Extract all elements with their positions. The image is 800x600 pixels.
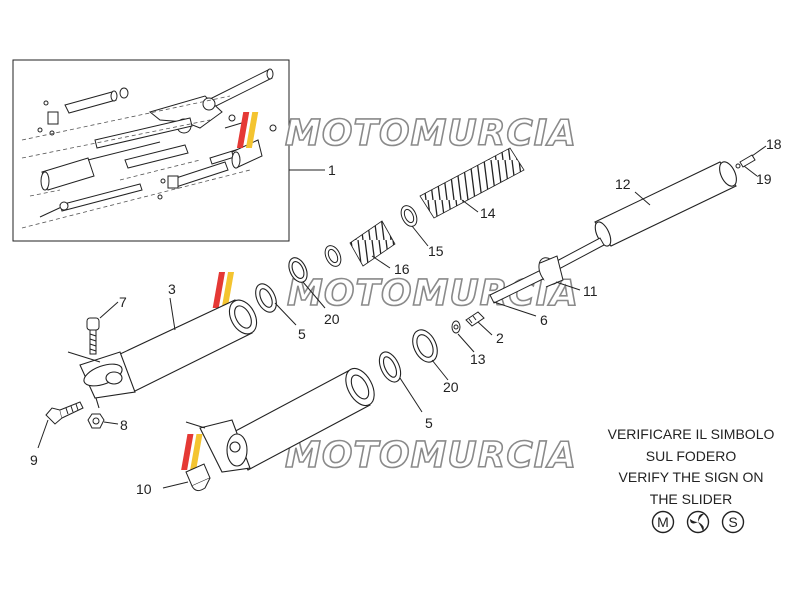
note-line-3: VERIFY THE SIGN ON (618, 469, 764, 485)
slider-upper (67, 299, 258, 409)
note-line-4: THE SLIDER (649, 490, 733, 507)
leader-14 (461, 199, 479, 213)
symbol-triskelion-icon (686, 510, 710, 534)
callout-3: 3 (168, 281, 176, 297)
cap-nut-10 (185, 463, 211, 492)
symbol-m-icon: M (651, 510, 675, 534)
slider-symbols: M S (651, 510, 745, 534)
watermark-1: MOTOMURCIA (236, 112, 577, 155)
watermark-text-3: MOTOMURCIA (285, 435, 577, 476)
callout-11: 11 (583, 283, 598, 299)
callout-20-upper: 20 (324, 311, 340, 327)
leader-18 (751, 145, 767, 157)
leader-20a (302, 281, 326, 309)
seal-5-lower (378, 351, 402, 383)
nut-8 (87, 413, 105, 429)
callout-20-lower: 20 (443, 379, 459, 395)
tube-12 (594, 161, 737, 247)
callout-1: 1 (328, 162, 336, 178)
leader-19 (743, 165, 758, 177)
callout-14: 14 (480, 205, 496, 221)
leader-2 (477, 321, 493, 336)
leader-10 (162, 481, 189, 489)
washer-upper (324, 245, 342, 267)
symbol-s-label: S (728, 514, 737, 530)
callout-18: 18 (766, 136, 782, 152)
seal-5-upper (255, 283, 277, 313)
symbol-m-label: M (657, 514, 669, 530)
callout-7: 7 (119, 294, 127, 310)
callout-16: 16 (394, 261, 410, 277)
callout-12: 12 (615, 176, 631, 192)
leader-6 (493, 301, 537, 317)
pin-18-19 (735, 154, 756, 169)
callout-15: 15 (428, 243, 444, 259)
ring-20-upper (288, 257, 308, 283)
washer-13 (451, 320, 461, 334)
leader-5b (399, 377, 423, 413)
spring-14 (419, 147, 525, 219)
watermark-text-1: MOTOMURCIA (285, 113, 577, 154)
callout-5-lower: 5 (425, 415, 433, 431)
leader-8 (103, 421, 119, 425)
bolt-9 (45, 401, 84, 425)
callout-13: 13 (470, 351, 486, 367)
leader-15 (411, 225, 429, 247)
spring-16 (349, 220, 396, 267)
callout-10: 10 (136, 481, 152, 497)
note-line-2: SUL FODERO (645, 447, 737, 464)
callout-8: 8 (120, 417, 128, 433)
callout-5-upper: 5 (298, 326, 306, 342)
slider-lower (185, 367, 375, 473)
leader-13 (457, 333, 475, 353)
bolt-7 (86, 317, 100, 355)
inset-dashed-lines (21, 95, 251, 229)
note-line-1: VERIFICARE IL SIMBOLO (607, 426, 775, 442)
leader-11 (555, 281, 581, 291)
callout-2: 2 (496, 330, 504, 346)
screw-2 (465, 311, 485, 327)
slider-sign-note: VERIFICARE IL SIMBOLO SUL FODERO VERIFY … (578, 424, 800, 510)
leader-9 (37, 419, 49, 449)
inset-box (12, 59, 290, 242)
callout-6: 6 (540, 312, 548, 328)
leader-16 (371, 255, 391, 269)
leader-3 (169, 297, 176, 331)
leader-12 (634, 191, 651, 206)
callout-19: 19 (756, 171, 772, 187)
ring-20-lower (412, 329, 438, 363)
leader-7 (99, 301, 119, 319)
symbol-s-icon: S (721, 510, 745, 534)
spacer-15 (400, 205, 418, 227)
rod-11 (489, 237, 605, 304)
inset-hardware (37, 100, 277, 218)
inset-fork-tubes (40, 87, 263, 212)
watermark-3: MOTOMURCIA (181, 434, 577, 477)
callout-9: 9 (30, 452, 38, 468)
leader-5a (274, 302, 297, 326)
leader-20b (431, 359, 449, 381)
